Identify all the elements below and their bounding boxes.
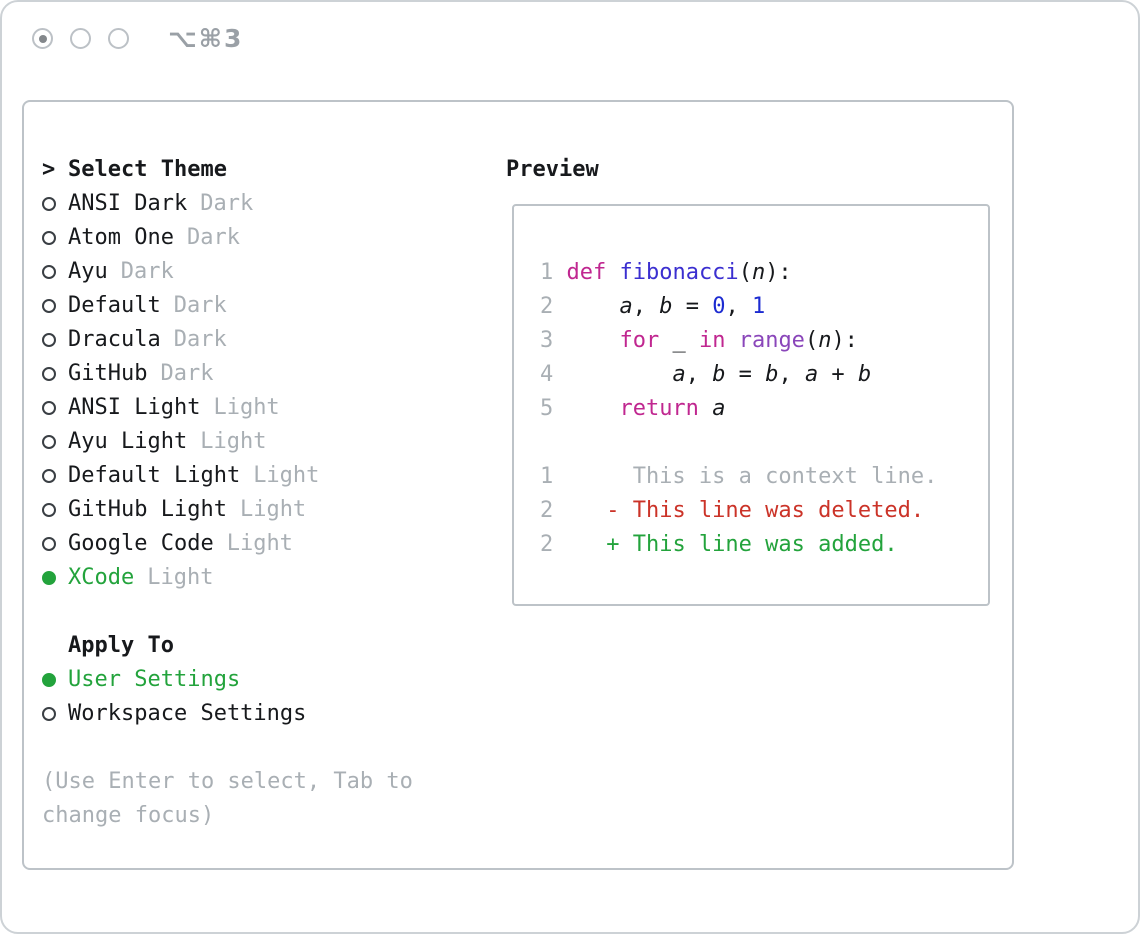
traffic-light-3-button[interactable] — [108, 28, 129, 49]
select-theme-title: Select Theme — [68, 157, 227, 182]
theme-option-dracula[interactable]: Dracula Dark — [42, 323, 472, 357]
radio-icon — [42, 401, 56, 415]
line-number: 2 — [540, 294, 554, 319]
apply-option-label: User Settings — [68, 667, 241, 692]
radio-icon — [42, 707, 56, 721]
line-number: 1 — [540, 260, 554, 285]
select-theme-header: > Select Theme — [42, 153, 472, 187]
theme-name: Ayu — [68, 259, 108, 284]
line-number: 2 — [540, 498, 554, 523]
theme-variant-tag: Light — [226, 531, 293, 556]
keyboard-shortcut-label: ⌥⌘3 — [168, 24, 244, 53]
theme-variant-tag: Dark — [173, 327, 227, 352]
code-line — [540, 426, 937, 460]
radio-icon — [42, 367, 56, 381]
theme-name: Default — [68, 293, 161, 318]
theme-name: ANSI Dark — [68, 191, 188, 216]
theme-name: XCode — [68, 565, 135, 590]
theme-variant-tag: Light — [239, 497, 307, 522]
theme-variant-tag: Light — [200, 429, 267, 454]
apply-option-user-settings[interactable]: User Settings — [42, 663, 472, 697]
theme-variant-tag: Dark — [173, 293, 227, 318]
radio-icon — [42, 197, 56, 211]
theme-name: ANSI Light — [68, 395, 201, 420]
traffic-light-dot — [38, 34, 47, 43]
code-line: 2 + This line was added. — [540, 528, 937, 562]
theme-option-ayu[interactable]: Ayu Dark — [42, 255, 472, 289]
radio-icon — [42, 537, 56, 551]
code-line: 5 return a — [540, 392, 937, 426]
radio-selected-icon — [42, 571, 56, 585]
theme-option-default[interactable]: Default Dark — [42, 289, 472, 323]
radio-icon — [42, 503, 56, 517]
theme-name: Dracula — [68, 327, 161, 352]
theme-variant-tag: Dark — [160, 361, 214, 386]
radio-icon — [42, 265, 56, 279]
code-line: 3 for _ in range(n): — [540, 324, 937, 358]
theme-option-default-light[interactable]: Default Light Light — [42, 459, 472, 493]
code-line: 2 a, b = 0, 1 — [540, 290, 937, 324]
theme-name: Default Light — [68, 463, 241, 488]
theme-option-google-code[interactable]: Google Code Light — [42, 527, 472, 561]
radio-selected-icon — [42, 673, 56, 687]
apply-option-label: Workspace Settings — [68, 701, 307, 726]
theme-name: GitHub — [68, 361, 148, 386]
theme-name: Ayu Light — [68, 429, 188, 454]
code-line: 4 a, b = b, a + b — [540, 358, 937, 392]
theme-option-ansi-light[interactable]: ANSI Light Light — [42, 391, 472, 425]
theme-option-github[interactable]: GitHub Dark — [42, 357, 472, 391]
traffic-light-1-button[interactable] — [32, 28, 53, 49]
line-number: 3 — [540, 328, 554, 353]
radio-icon — [42, 333, 56, 347]
theme-variant-tag: Light — [253, 463, 320, 488]
theme-option-github-light[interactable]: GitHub Light Light — [42, 493, 472, 527]
theme-variant-tag: Dark — [120, 259, 174, 284]
line-number: 5 — [540, 396, 554, 421]
line-number: 2 — [540, 532, 554, 557]
titlebar: ⌥⌘3 — [2, 2, 1138, 82]
radio-icon — [42, 469, 56, 483]
theme-name: Google Code — [68, 531, 214, 556]
line-number: 1 — [540, 464, 554, 489]
code-line: 1 This is a context line. — [540, 460, 937, 494]
theme-variant-tag: Dark — [186, 225, 240, 250]
theme-variant-tag: Light — [147, 565, 214, 590]
radio-icon — [42, 231, 56, 245]
theme-name: GitHub Light — [68, 497, 227, 522]
theme-variant-tag: Light — [213, 395, 280, 420]
preview-title: Preview — [506, 157, 599, 182]
theme-option-ayu-light[interactable]: Ayu Light Light — [42, 425, 472, 459]
hint-text: (Use Enter to select, Tab to change focu… — [42, 769, 413, 828]
apply-option-workspace-settings[interactable]: Workspace Settings — [42, 697, 472, 731]
radio-icon — [42, 435, 56, 449]
theme-name: Atom One — [68, 225, 174, 250]
line-number: 4 — [540, 362, 554, 387]
theme-variant-tag: Dark — [200, 191, 254, 216]
apply-to-header: Apply To — [68, 633, 174, 658]
traffic-light-2-button[interactable] — [70, 28, 91, 49]
theme-option-xcode[interactable]: XCode Light — [42, 561, 472, 595]
prompt-caret-icon: > — [42, 157, 56, 182]
theme-option-atom-one[interactable]: Atom One Dark — [42, 221, 472, 255]
radio-icon — [42, 299, 56, 313]
theme-option-ansi-dark[interactable]: ANSI Dark Dark — [42, 187, 472, 221]
code-line: 2 - This line was deleted. — [540, 494, 937, 528]
